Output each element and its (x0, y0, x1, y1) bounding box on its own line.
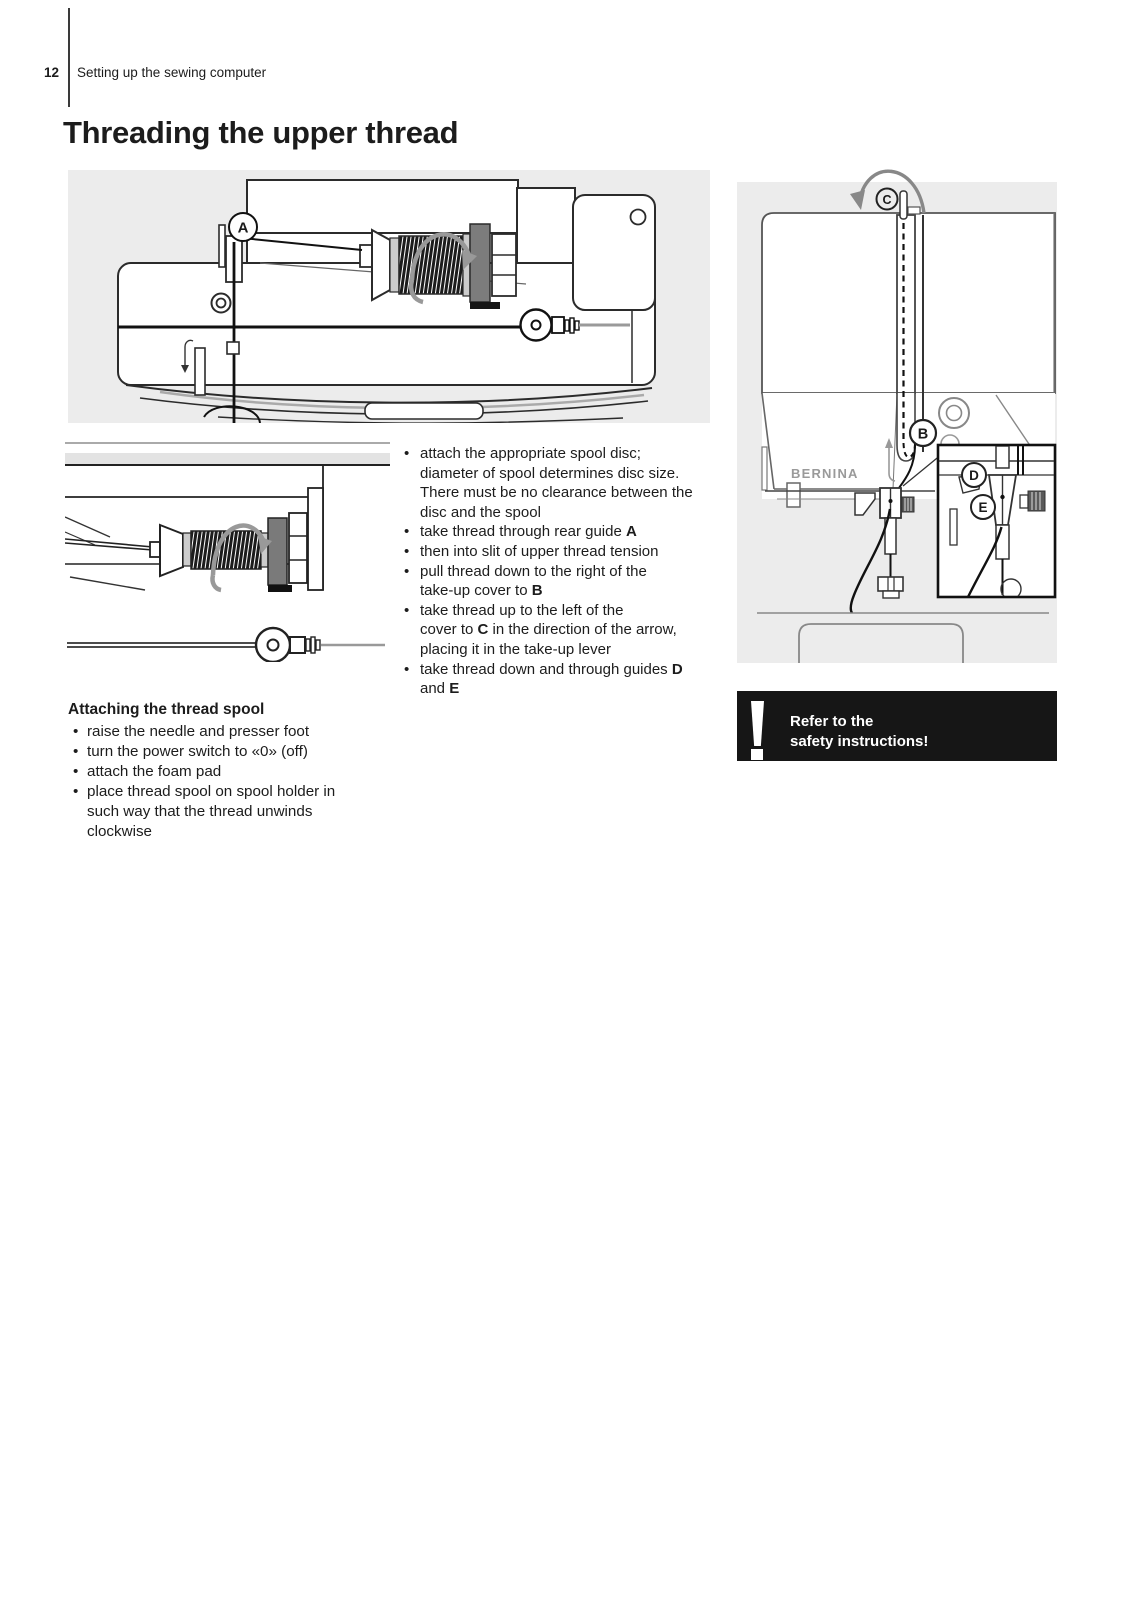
bullet-icon: • (73, 723, 79, 740)
bullet-icon: • (404, 523, 410, 541)
spool-holder-frame (65, 442, 390, 591)
list-item: •take thread up to the left of the cover… (399, 601, 721, 660)
bullet-icon: • (73, 743, 79, 760)
label-a: A (228, 212, 258, 242)
bullet-icon: • (404, 660, 410, 678)
svg-text:D: D (969, 468, 979, 483)
brand-logo: BERNINA (791, 466, 859, 481)
up-arrow-icon (885, 438, 896, 482)
needle-assembly (849, 487, 915, 614)
bullet-icon: • (73, 783, 79, 800)
over-top-arrow-icon (850, 169, 926, 214)
pre-tension-guide (67, 626, 385, 662)
thread-line (65, 538, 154, 551)
rotation-arrow-icon (408, 232, 477, 305)
take-up-cover (896, 190, 924, 462)
label-b: B (908, 418, 938, 448)
bullet-icon: • (404, 562, 410, 580)
page-title: Threading the upper thread (63, 115, 459, 150)
rotation-arrow-icon (210, 523, 272, 593)
svg-text:E: E (978, 500, 987, 515)
attaching-spool-list: •raise the needle and presser foot •turn… (68, 722, 378, 842)
list-item: •attach the foam pad (68, 762, 378, 782)
needle-detail-inset: D E (936, 443, 1057, 599)
list-item: •attach the appropriate spool disc; diam… (399, 444, 721, 522)
list-item: •take thread down and through guides D a… (399, 660, 721, 699)
safety-note-text: Refer to the safety instructions! (790, 713, 929, 750)
bullet-icon: • (404, 542, 410, 560)
label-d: D (961, 462, 987, 488)
thread-guide-eyelet (210, 292, 232, 314)
section-heading: Attaching the thread spool (68, 701, 265, 718)
tension-slot (194, 341, 240, 396)
label-c: C (875, 187, 899, 211)
down-arrow-icon (181, 339, 194, 373)
bullet-icon: • (404, 445, 410, 462)
list-item: •take thread through rear guide A (399, 522, 721, 542)
list-item: •then into slit of upper thread tension (399, 542, 721, 562)
header-divider (68, 8, 70, 107)
spool-closeup-diagram (65, 442, 390, 662)
list-item: •raise the needle and presser foot (68, 722, 378, 742)
top-view-diagram: A (68, 170, 710, 423)
front-view-diagram: BERNINA (737, 169, 1057, 663)
svg-text:C: C (882, 193, 891, 207)
thread-line (203, 237, 363, 423)
safety-note: Refer to the safety instructions! (737, 691, 1057, 761)
section-title: Setting up the sewing computer (77, 65, 267, 80)
svg-text:B: B (918, 427, 928, 443)
attaching-spool-section: Attaching the thread spool •raise the ne… (68, 701, 378, 842)
list-item: •pull thread down to the right of the ta… (399, 562, 721, 601)
page-number: 12 (44, 65, 60, 80)
label-e: E (970, 494, 996, 520)
sewing-table (757, 612, 1049, 663)
thread-spool (149, 512, 308, 592)
svg-text:A: A (238, 220, 249, 237)
list-item: •place thread spool on spool holder in s… (68, 782, 378, 842)
threading-steps-list: •attach the appropriate spool disc; diam… (399, 444, 721, 699)
list-item: •turn the power switch to «0» (off) (68, 742, 378, 762)
bullet-icon: • (73, 763, 79, 780)
bullet-icon: • (404, 601, 410, 619)
bobbin-winder (118, 308, 630, 342)
